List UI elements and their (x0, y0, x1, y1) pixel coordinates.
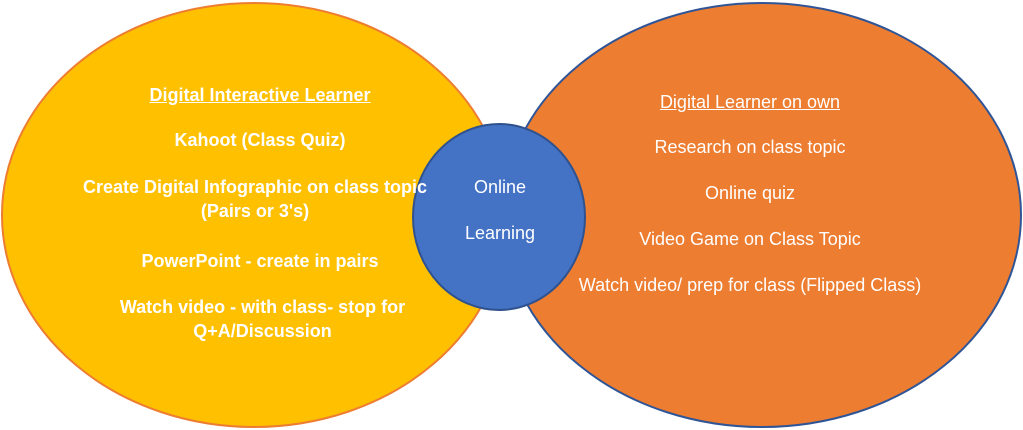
left-item: Create Digital Infographic on class topi… (82, 177, 428, 221)
left-title: Digital Interactive Learner (149, 85, 371, 105)
left-item: Watch video - with class- stop for Q+A/D… (119, 297, 406, 341)
right-item: Online quiz (704, 183, 796, 203)
right-title: Digital Learner on own (659, 92, 841, 112)
left-item: Kahoot (Class Quiz) (174, 130, 346, 150)
center-label-line2: Learning (464, 223, 536, 243)
right-item: Research on class topic (654, 137, 846, 157)
right-item: Watch video/ prep for class (Flipped Cla… (578, 275, 922, 295)
center-circle (412, 123, 586, 311)
right-item: Video Game on Class Topic (639, 229, 861, 249)
left-item: PowerPoint - create in pairs (141, 251, 379, 271)
center-label-line1: Online (473, 177, 527, 197)
